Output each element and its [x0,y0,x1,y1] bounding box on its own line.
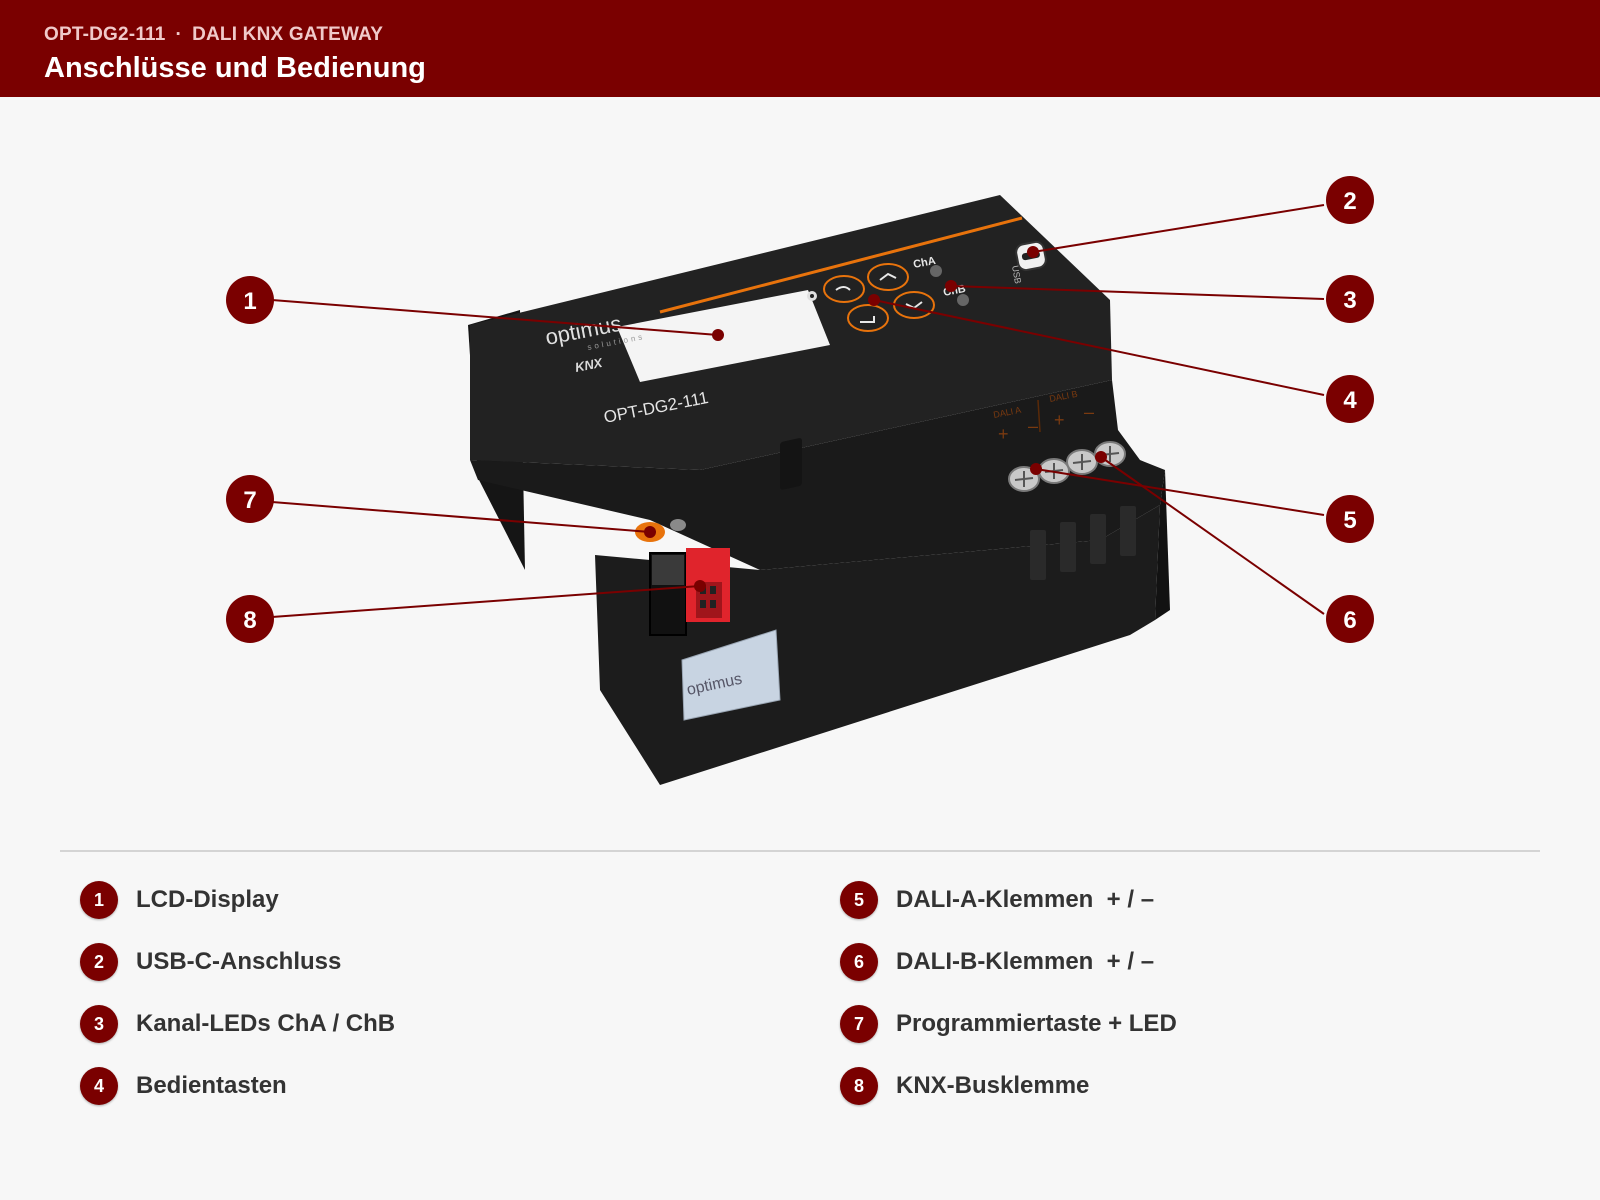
up-arrow-icon [879,272,897,281]
legend-label: Bedientasten [136,1072,287,1099]
legend: 1 LCD-Display 2 USB-C-Anschluss 3 Kanal-… [0,870,1600,1170]
dali-a-plus: + [998,424,1009,444]
legend-label: DALI-B-Klemmen + / – [896,948,1155,975]
legend-item-5: 5 DALI-A-Klemmen + / – [840,880,1154,920]
legend-item-3: 3 Kanal-LEDs ChA / ChB [80,1004,395,1044]
legend-badge: 6 [840,943,878,981]
legend-label: USB-C-Anschluss [136,948,342,975]
callout-number: 5 [1343,507,1356,534]
knx-logo: KNX [574,355,605,375]
enter-arrow-icon [860,316,875,323]
legend-label: Programmiertaste + LED [896,1010,1177,1037]
back-arrow-icon [835,286,851,291]
page-title: Anschlüsse und Bedienung [44,52,426,84]
callout-number: 7 [243,487,256,514]
separator-dot: · [175,24,183,45]
back-button[interactable] [823,275,865,303]
legend-label: DALI-A-Klemmen + / – [896,886,1155,913]
dali-b-plus: + [1054,410,1065,430]
dali-a-minus: – [1028,416,1038,436]
gear-icon [807,291,817,301]
callout-8: 8 [226,595,274,643]
callout-number: 4 [1343,387,1357,414]
callout-number: 6 [1343,607,1356,634]
up-button[interactable] [867,263,909,291]
callout-number: 1 [243,288,256,315]
legend-item-6: 6 DALI-B-Klemmen + / – [840,942,1154,982]
legend-item-7: 7 Programmiertaste + LED [840,1004,1177,1044]
legend-item-4: 4 Bedientasten [80,1066,287,1106]
product-name: DALI KNX GATEWAY [192,24,384,45]
led-chb [957,294,969,306]
callout-number: 8 [243,607,256,634]
legend-label: LCD-Display [136,886,279,913]
callout-7: 7 [226,475,274,523]
callout-badges: 1 2 3 4 5 6 7 8 [226,176,1374,643]
legend-label: KNX-Busklemme [896,1072,1090,1099]
legend-badge: 7 [840,1005,878,1043]
callout-lines [271,204,1325,618]
device-illustration: optimus solutions KNX OPT-DG2-111 ChA Ch… [468,195,1170,785]
device-figure: optimus solutions KNX OPT-DG2-111 ChA Ch… [226,176,1374,785]
header-bar: OPT-DG2-111 · DALI KNX GATEWAY Anschlüsse … [0,0,1600,97]
callout-3: 3 [1326,275,1374,323]
led-label-a: ChA [912,255,937,271]
enter-button[interactable] [847,304,889,332]
divider [60,850,1540,852]
callout-5: 5 [1326,495,1374,543]
dali-b-minus: – [1084,402,1094,422]
legend-badge: 4 [80,1067,118,1105]
legend-badge: 1 [80,881,118,919]
callout-number: 2 [1343,188,1356,215]
legend-label: Kanal-LEDs ChA / ChB [136,1010,396,1037]
legend-item-2: 2 USB-C-Anschluss [80,942,341,982]
callout-4: 4 [1326,375,1374,423]
legend-badge: 8 [840,1067,878,1105]
legend-item-8: 8 KNX-Busklemme [840,1066,1089,1106]
callout-number: 3 [1343,287,1356,314]
knx-bus-terminal [649,548,730,636]
legend-badge: 2 [80,943,118,981]
programming-led [670,519,686,531]
header-subtitle: OPT-DG2-111 · DALI KNX GATEWAY [44,24,383,46]
legend-item-1: 1 LCD-Display [80,880,279,920]
callout-1: 1 [226,276,274,324]
callout-2: 2 [1326,176,1374,224]
legend-badge: 3 [80,1005,118,1043]
callout-6: 6 [1326,595,1374,643]
callout-anchors [644,246,1107,592]
usb-label: USB [1010,265,1023,285]
led-cha [930,265,942,277]
legend-badge: 5 [840,881,878,919]
product-sticker: optimus [681,629,781,721]
model-name: OPT-DG2-111 [44,24,166,45]
